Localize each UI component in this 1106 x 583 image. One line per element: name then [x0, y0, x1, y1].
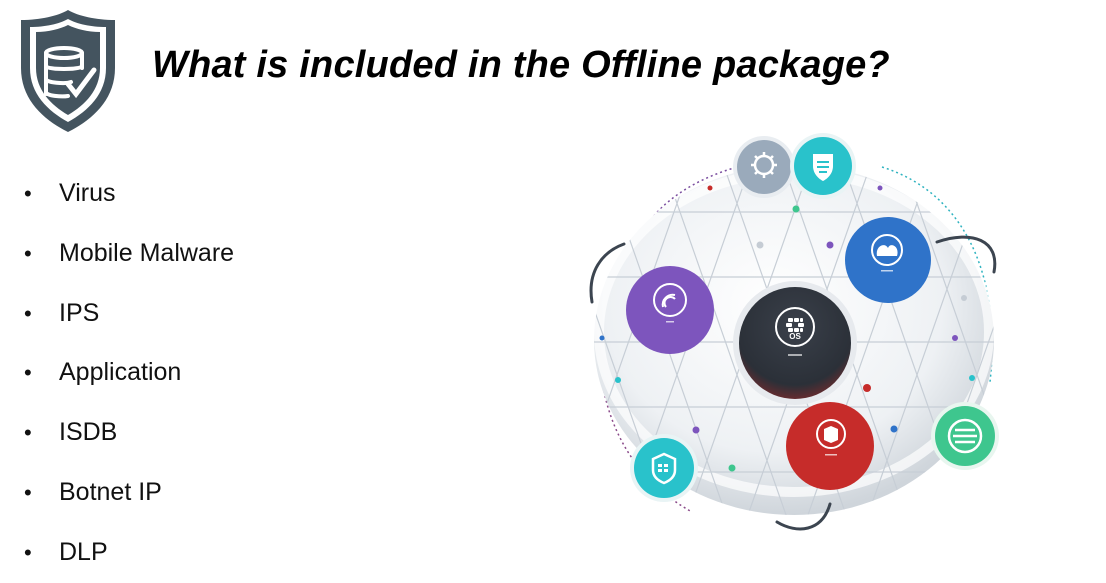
database-shield-icon	[21, 10, 115, 132]
lines-icon	[947, 418, 983, 454]
bullet-list: • Virus • Mobile Malware • IPS • Application…	[24, 164, 234, 583]
badge-icon	[651, 452, 677, 485]
bullet-glyph: •	[24, 240, 32, 266]
item-label: IPS	[59, 298, 100, 327]
orbit-ring	[775, 502, 832, 531]
os-label: OS	[789, 332, 801, 341]
item-label: Application	[59, 358, 182, 387]
bullet-glyph: •	[24, 479, 32, 505]
bullet-glyph: •	[24, 300, 32, 326]
gear-icon	[751, 152, 777, 178]
list-item: • Virus	[24, 164, 234, 224]
red-node	[786, 402, 874, 490]
purple-node	[626, 266, 714, 354]
bullet-glyph: •	[24, 360, 32, 386]
cube-icon	[824, 426, 838, 443]
item-label: DLP	[59, 537, 108, 566]
list-item: • DLP	[24, 523, 234, 583]
item-label: Virus	[59, 179, 116, 207]
item-label: ISDB	[59, 418, 118, 447]
list-item: • Mobile Malware	[24, 224, 234, 284]
bullet-glyph: •	[24, 181, 32, 206]
orbit-ring	[589, 242, 626, 304]
list-item: • IPS	[24, 284, 234, 344]
security-fabric-globe-illustration: OS	[589, 133, 999, 531]
gray-node	[737, 140, 791, 194]
os-node	[739, 287, 851, 399]
wifi-icon	[661, 293, 676, 308]
list-item: • Botnet IP	[24, 463, 234, 523]
page-title: What is included in the Offline package?	[152, 44, 890, 86]
cloud-icon	[876, 245, 898, 256]
bullet-glyph: •	[24, 539, 32, 565]
fortinet-logo-icon	[775, 307, 815, 347]
list-item: • ISDB	[24, 403, 234, 463]
item-label: Botnet IP	[59, 477, 162, 506]
orbit-ring	[935, 235, 997, 274]
bullet-glyph: •	[24, 420, 32, 446]
item-label: Mobile Malware	[59, 238, 235, 267]
list-item: • Application	[24, 343, 234, 403]
teal-badge-node	[634, 438, 694, 498]
blue-node	[845, 217, 931, 303]
